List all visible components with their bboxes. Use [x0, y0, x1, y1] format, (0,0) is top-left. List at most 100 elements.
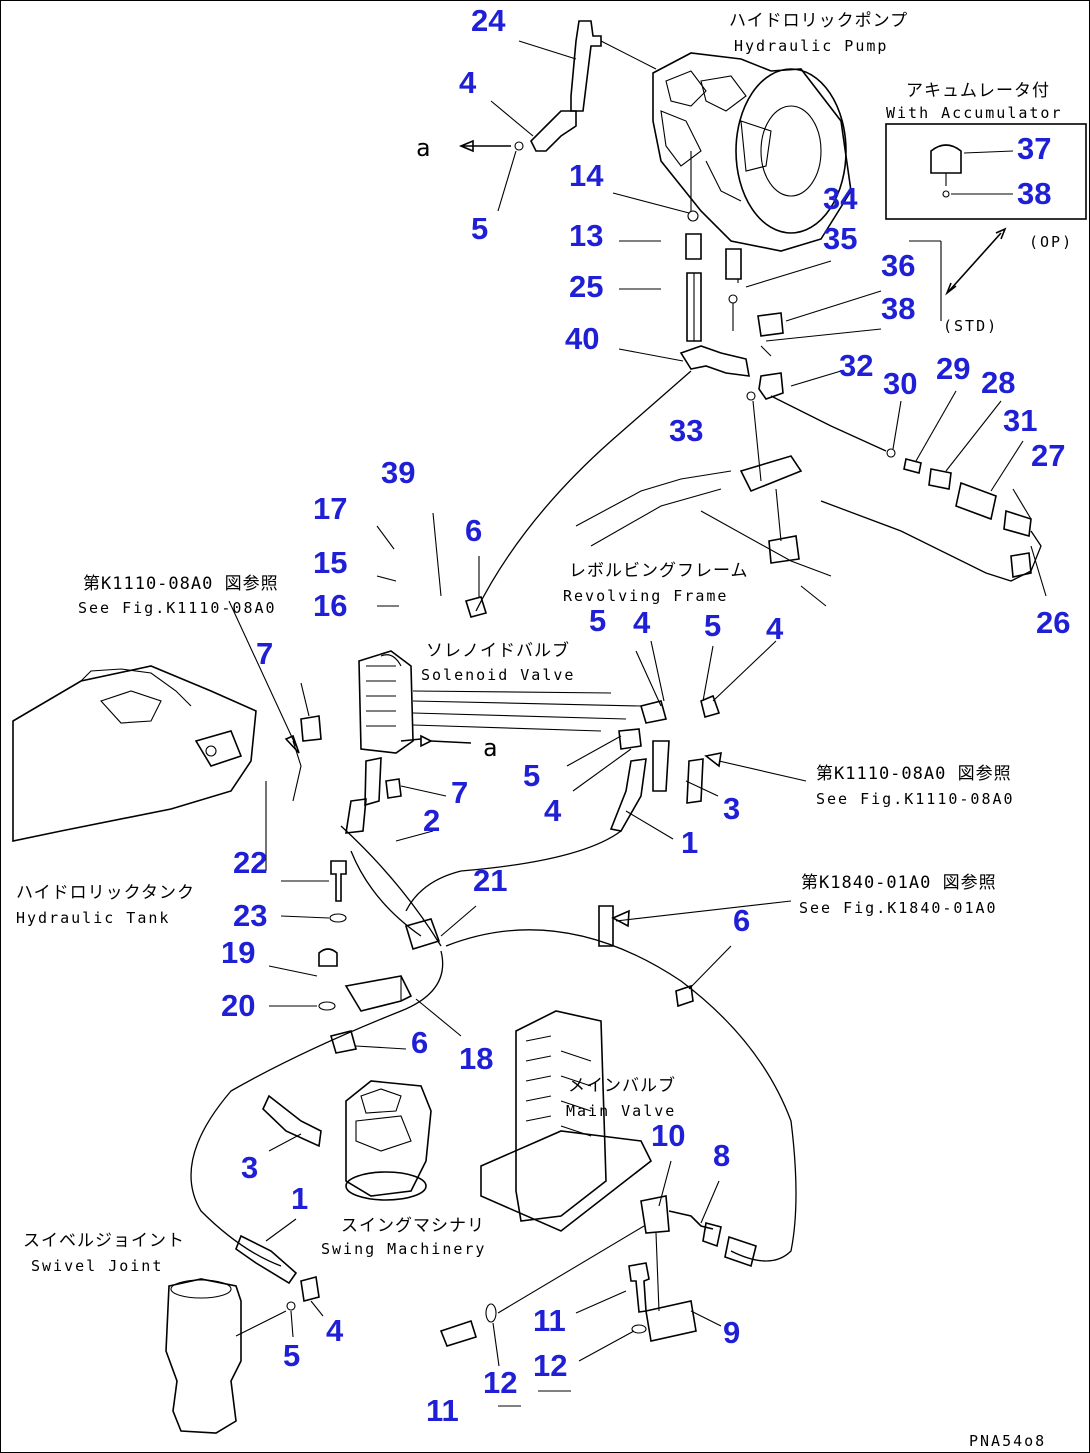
swing-machinery-drawing — [345, 1080, 432, 1201]
callout-29: 29 — [936, 351, 970, 386]
drawing-code: PNA54o8 — [969, 1432, 1046, 1450]
hydraulic-pump-drawing — [652, 52, 852, 252]
callout-9: 9 — [723, 1315, 740, 1350]
callout-25: 25 — [569, 269, 603, 304]
callout-20: 20 — [221, 988, 255, 1023]
solenoid-valve-drawing — [358, 650, 642, 754]
callout-16: 16 — [313, 588, 347, 623]
main-valve-bracket — [439, 1195, 757, 1347]
label-arrow-a-top: a — [416, 134, 431, 162]
hose-routing — [190, 370, 797, 1311]
callout-4-upper-right: 4 — [766, 611, 784, 646]
callout-7-solenoid: 7 — [451, 775, 468, 810]
callout-3-upper: 3 — [723, 791, 740, 826]
label-solenoid-valve-en: Solenoid Valve — [421, 666, 575, 684]
callout-2: 2 — [423, 803, 440, 838]
callout-7-tank: 7 — [256, 636, 273, 671]
label-main-valve-en: Main Valve — [566, 1102, 676, 1120]
callout-18: 18 — [459, 1041, 493, 1076]
callout-32: 32 — [839, 348, 873, 383]
tank-fitting — [292, 715, 322, 802]
leader-lines — [228, 40, 1047, 1407]
callout-5-swivel: 5 — [283, 1338, 300, 1373]
callout-4: 4 — [459, 65, 477, 100]
accumulator-pipe-line — [770, 395, 1042, 582]
callout-39: 39 — [381, 455, 415, 490]
callout-35: 35 — [823, 221, 857, 256]
label-with-accumulator-en: With Accumulator — [886, 104, 1063, 122]
label-revolving-frame-jp: レボルビングフレーム — [569, 561, 749, 581]
label-arrow-a-mid: a — [483, 734, 498, 762]
label-see-fig-right-jp: 第K1110-08A0 図参照 — [816, 764, 1012, 784]
accumulator-box — [885, 123, 1087, 321]
bracket-assembly — [679, 345, 803, 564]
callout-1-lower: 1 — [291, 1181, 308, 1216]
callout-6-solenoid: 6 — [465, 513, 482, 548]
label-revolving-frame-en: Revolving Frame — [563, 587, 728, 605]
callout-30: 30 — [883, 366, 917, 401]
callout-4-lower: 4 — [544, 793, 562, 828]
label-with-accumulator-jp: アキュムレータ付 — [906, 81, 1050, 101]
label-hydraulic-pump-jp: ハイドロリックポンプ — [729, 11, 908, 31]
clamp-bracket-18 — [329, 905, 614, 1054]
label-op: (OP) — [1029, 233, 1073, 251]
label-swivel-joint-en: Swivel Joint — [31, 1257, 163, 1275]
callout-31: 31 — [1003, 403, 1037, 438]
label-swing-machinery-jp: スイングマシナリ — [341, 1216, 485, 1236]
callout-11-upper: 11 — [533, 1303, 566, 1338]
solenoid-fittings — [345, 694, 721, 834]
callout-15: 15 — [313, 545, 347, 580]
label-see-fig-top-en: See Fig.K1110-08A0 — [78, 599, 277, 617]
callout-5-upper-right: 5 — [704, 608, 721, 643]
callout-19: 19 — [221, 935, 255, 970]
label-hydraulic-pump-en: Hydraulic Pump — [734, 37, 888, 55]
callout-23: 23 — [233, 898, 267, 933]
text-annotations: ハイドロリックポンプ Hydraulic Pump アキュムレータ付 With … — [16, 11, 1073, 1450]
hydraulic-tank-drawing — [12, 665, 267, 871]
pump-pipe-assembly — [514, 20, 784, 357]
callout-10: 10 — [651, 1118, 685, 1153]
callout-21: 21 — [473, 863, 507, 898]
callout-40: 40 — [565, 321, 599, 356]
callout-22: 22 — [233, 845, 267, 880]
label-std: (STD) — [943, 317, 998, 335]
callout-4-upper-left: 4 — [633, 605, 651, 640]
label-solenoid-valve-jp: ソレノイドバルブ — [426, 640, 570, 661]
label-swing-machinery-en: Swing Machinery — [321, 1240, 486, 1258]
callout-6-lower: 6 — [411, 1025, 428, 1060]
part-callouts: 24 4 5 14 13 34 25 35 36 38 37 38 40 32 … — [221, 3, 1070, 1428]
callout-11-lower: 11 — [426, 1393, 459, 1428]
revolving-frame-drawing — [575, 470, 832, 607]
callout-8: 8 — [713, 1138, 730, 1173]
label-see-fig-right-en: See Fig.K1110-08A0 — [816, 790, 1015, 808]
callout-12-left: 12 — [483, 1365, 517, 1400]
callout-28: 28 — [981, 365, 1015, 400]
callout-26: 26 — [1036, 605, 1070, 640]
main-valve-drawing — [480, 1010, 653, 1232]
label-hydraulic-tank-en: Hydraulic Tank — [16, 909, 170, 927]
callout-24: 24 — [471, 3, 506, 38]
callout-3-lower: 3 — [241, 1150, 258, 1185]
swivel-joint-drawing — [165, 1278, 287, 1434]
label-see-fig-top-jp: 第K1110-08A0 図参照 — [83, 574, 279, 594]
callout-33: 33 — [669, 413, 703, 448]
callout-14: 14 — [569, 158, 604, 193]
callout-17: 17 — [313, 491, 347, 526]
callout-5-lower: 5 — [523, 758, 540, 793]
label-see-fig-k1840-en: See Fig.K1840-01A0 — [799, 899, 998, 917]
callout-38: 38 — [881, 291, 915, 326]
callout-5: 5 — [471, 211, 488, 246]
callout-13: 13 — [569, 218, 603, 253]
label-swivel-joint-jp: スイベルジョイント — [23, 1231, 185, 1251]
label-hydraulic-tank-jp: ハイドロリックタンク — [16, 883, 195, 903]
label-see-fig-k1840-jp: 第K1840-01A0 図参照 — [801, 873, 997, 893]
callout-12-right: 12 — [533, 1348, 567, 1383]
bolt-stack-left — [318, 860, 347, 1011]
callout-38-accumulator: 38 — [1017, 176, 1051, 211]
label-main-valve-jp: メインバルブ — [568, 1075, 676, 1096]
callout-6-right: 6 — [733, 903, 750, 938]
callout-5-upper-left: 5 — [589, 603, 606, 638]
callout-37: 37 — [1017, 131, 1051, 166]
callout-27: 27 — [1031, 438, 1065, 473]
